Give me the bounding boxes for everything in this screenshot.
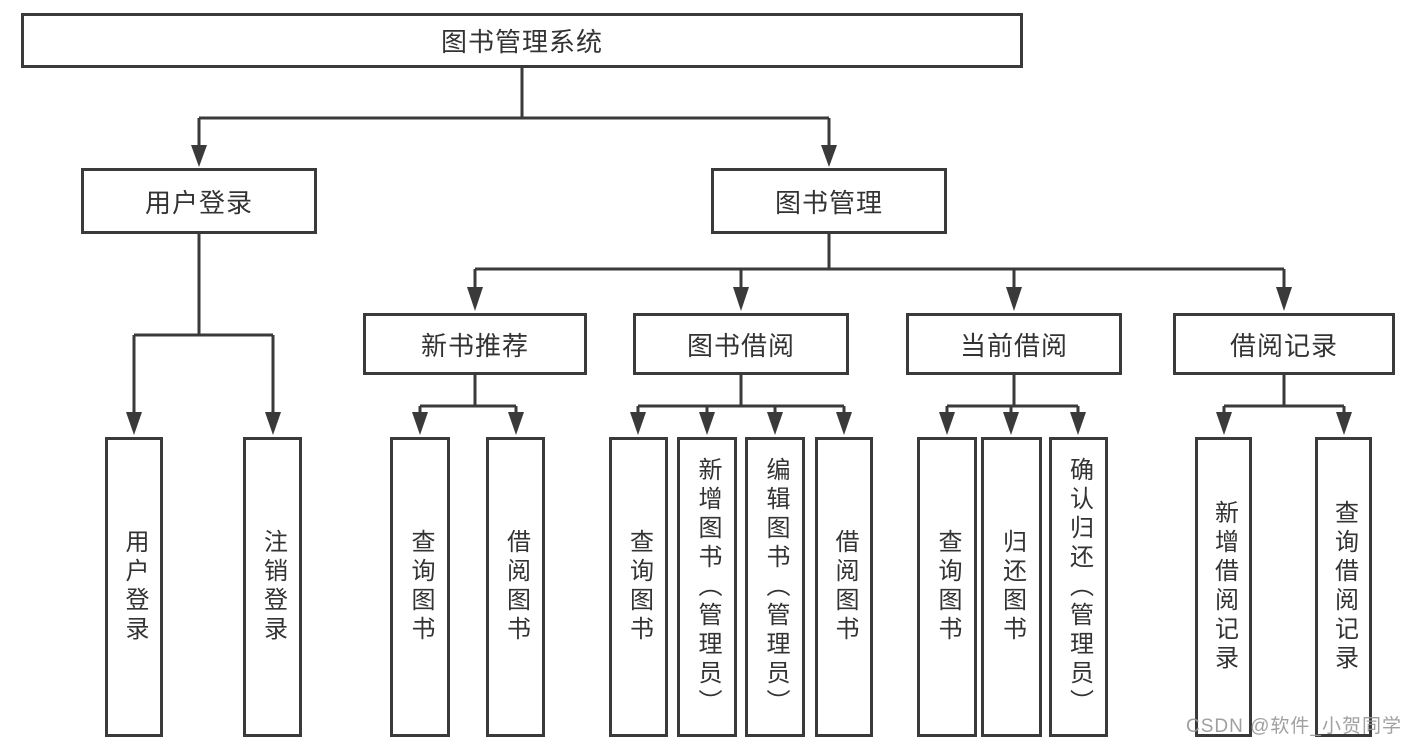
leaf-add-borrow-record-label: 新增借阅记录 [1210,500,1238,674]
connector-borrowrecords-to-leaves [1216,374,1352,435]
node-borrowing-records: 借阅记录 [1173,313,1395,375]
leaf-current-query-books-label: 查询图书 [934,529,961,645]
leaf-newbooks-borrow-books: 借阅图书 [486,437,545,737]
leaf-confirm-return-admin-label: 确认归还（管理员） [1065,456,1093,718]
leaf-newbooks-borrow-books-label: 借阅图书 [502,529,530,645]
leaf-newbooks-query-books: 查询图书 [390,437,450,737]
connector-currentborrow-to-leaves [939,374,1086,435]
node-new-book-recommend: 新书推荐 [363,313,587,375]
csdn-watermark: CSDN @软件_小贺同学 [1186,716,1402,737]
leaf-borrow-borrow-books-label: 借阅图书 [831,529,858,645]
node-book-borrowing: 图书借阅 [633,313,849,375]
node-user-login: 用户登录 [81,168,317,234]
node-current-borrowing-label: 当前借阅 [959,330,1068,361]
leaf-borrow-borrow-books: 借阅图书 [815,437,873,737]
node-book-management-label: 图书管理 [774,187,883,218]
leaf-user-login-label: 用户登录 [121,529,148,645]
node-new-book-recommend-label: 新书推荐 [420,330,529,361]
node-book-borrowing-label: 图书借阅 [686,330,795,361]
node-root-library-system: 图书管理系统 [21,13,1023,68]
leaf-add-books-admin: 新增图书（管理员） [677,437,737,737]
leaf-edit-books-admin-label: 编辑图书（管理员） [762,456,789,718]
leaf-newbooks-query-books-label: 查询图书 [407,529,434,645]
connector-bookmgmt-to-level3 [467,234,1292,311]
leaf-user-login: 用户登录 [105,437,163,737]
node-user-login-label: 用户登录 [144,187,253,218]
leaf-query-borrow-record-label: 查询借阅记录 [1330,500,1358,674]
leaf-logout: 注销登录 [243,437,302,737]
leaf-borrow-query-books: 查询图书 [609,437,668,737]
connector-bookborrow-to-leaves [630,374,852,435]
leaf-confirm-return-admin: 确认归还（管理员） [1049,437,1108,737]
node-book-management: 图书管理 [711,168,947,234]
leaf-query-borrow-record: 查询借阅记录 [1315,437,1372,737]
leaf-add-books-admin-label: 新增图书（管理员） [694,456,721,718]
leaf-current-query-books: 查询图书 [917,437,977,737]
node-borrowing-records-label: 借阅记录 [1229,330,1338,361]
leaf-logout-label: 注销登录 [259,529,287,645]
node-root-label: 图书管理系统 [440,27,603,57]
node-current-borrowing: 当前借阅 [906,313,1122,375]
connector-root-to-level2 [191,68,837,167]
leaf-return-books-label: 归还图书 [998,529,1026,645]
leaf-return-books: 归还图书 [981,437,1042,737]
leaf-add-borrow-record: 新增借阅记录 [1195,437,1252,737]
leaf-edit-books-admin: 编辑图书（管理员） [745,437,805,737]
connector-newbooks-to-leaves [412,374,524,435]
connector-userlogin-to-leaves [126,234,281,435]
leaf-borrow-query-books-label: 查询图书 [625,529,653,645]
